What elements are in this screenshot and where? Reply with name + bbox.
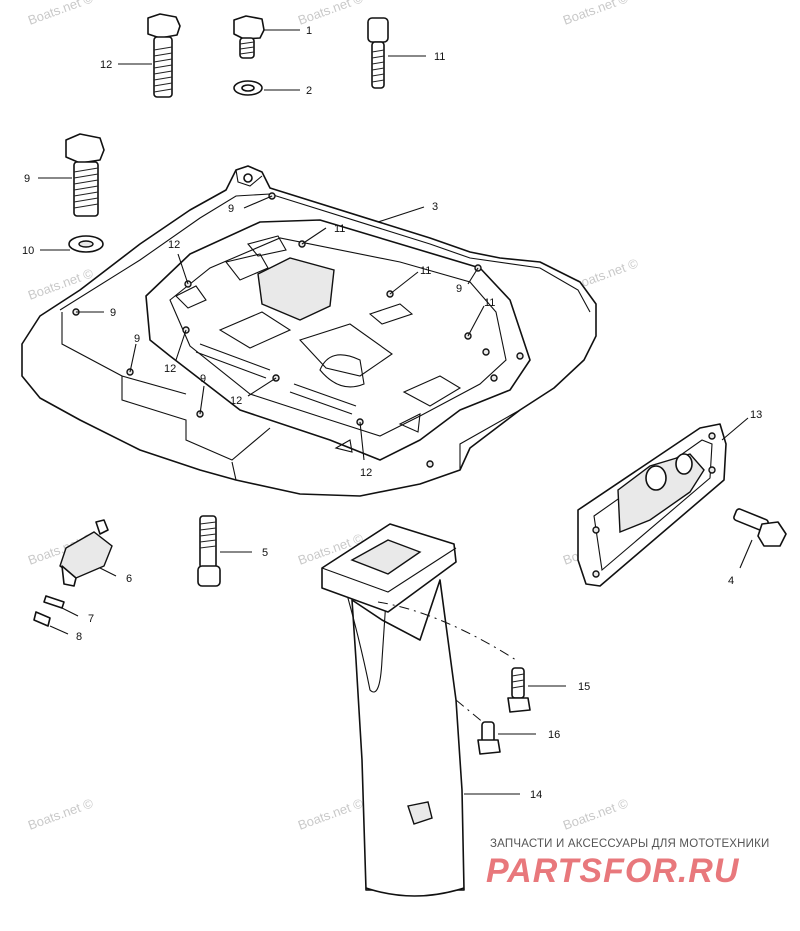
bolt-4-icon xyxy=(733,508,787,569)
bolt-1-icon xyxy=(233,15,300,59)
callout-11: 11 xyxy=(484,297,495,309)
callout-8: 8 xyxy=(76,631,82,643)
callout-12: 12 xyxy=(230,395,242,407)
rubber-mount-6-icon xyxy=(59,519,117,587)
callout-9: 9 xyxy=(228,203,234,215)
bolt-12-icon xyxy=(118,13,181,98)
callout-4: 4 xyxy=(728,575,734,587)
callout-12: 12 xyxy=(164,363,176,375)
plate-leader-lines xyxy=(76,195,485,461)
bracket-13-icon xyxy=(577,417,749,587)
stud-5-icon xyxy=(197,515,252,587)
watermark: Boats.net © xyxy=(561,0,631,28)
watermark: Boats.net © xyxy=(561,795,631,833)
bolt-16-icon xyxy=(477,721,536,755)
callout-2: 2 xyxy=(306,85,312,97)
callout-13: 13 xyxy=(750,409,762,421)
exhaust-housing-14-icon xyxy=(321,523,520,897)
callout-labels: 12 1 11 2 9 9 3 11 10 12 11 9 11 9 9 12 … xyxy=(22,25,762,801)
callout-9: 9 xyxy=(456,283,462,295)
callout-16: 16 xyxy=(548,729,560,741)
callout-12: 12 xyxy=(100,59,112,71)
callout-7: 7 xyxy=(88,613,94,625)
bolt-9-icon xyxy=(38,133,105,217)
callout-12: 12 xyxy=(360,467,372,479)
callout-9: 9 xyxy=(24,173,30,185)
bolt-15-icon xyxy=(507,667,566,713)
callout-14: 14 xyxy=(530,789,542,801)
callout-9: 9 xyxy=(134,333,140,345)
callout-3: 3 xyxy=(432,201,438,213)
callout-11: 11 xyxy=(334,223,345,235)
callout-12: 12 xyxy=(168,239,180,251)
callout-5: 5 xyxy=(262,547,268,559)
callout-9: 9 xyxy=(200,373,206,385)
watermark: Boats.net © xyxy=(296,795,366,833)
callout-15: 15 xyxy=(578,681,590,693)
washer-10-icon xyxy=(40,235,104,253)
callout-9: 9 xyxy=(110,307,116,319)
screw-11-icon xyxy=(367,17,426,89)
callout-1: 1 xyxy=(306,25,312,37)
ad-brand-logo[interactable]: PARTSFOR.RU xyxy=(486,852,740,890)
washer-2-icon xyxy=(233,80,300,96)
mounting-plate-3-icon xyxy=(21,165,597,497)
pin-8-icon xyxy=(33,611,69,635)
watermark: Boats.net © xyxy=(26,0,96,28)
pin-7-icon xyxy=(43,595,79,617)
watermark: Boats.net © xyxy=(26,795,96,833)
callout-6: 6 xyxy=(126,573,132,585)
ad-tagline: ЗАПЧАСТИ И АКСЕССУАРЫ ДЛЯ МОТОТЕХНИКИ xyxy=(490,838,770,850)
callout-10: 10 xyxy=(22,245,34,257)
callout-11: 11 xyxy=(420,265,431,277)
callout-11: 11 xyxy=(434,51,445,63)
watermark: Boats.net © xyxy=(296,0,366,28)
